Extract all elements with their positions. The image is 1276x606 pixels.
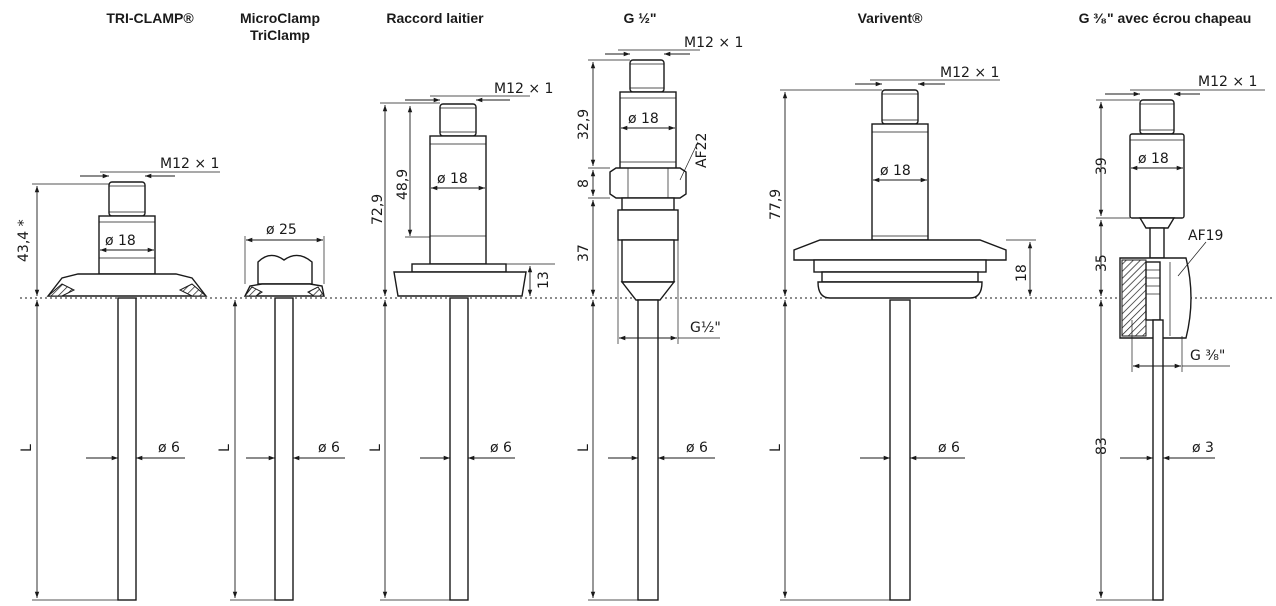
dim-g12-thread: G½" bbox=[690, 320, 721, 336]
dim-g12-d6: ø 6 bbox=[686, 440, 708, 456]
dim-microclamp-L: L bbox=[217, 444, 233, 452]
title-g12: G ½" bbox=[623, 10, 657, 26]
dim-varivent-L: L bbox=[768, 444, 784, 452]
dim-varivent-h18: 18 bbox=[1014, 264, 1030, 282]
dim-g12-L: L bbox=[576, 444, 592, 452]
dim-g38-h83: 83 bbox=[1094, 437, 1110, 455]
title-varivent: Varivent® bbox=[857, 10, 923, 26]
dim-raccord-h489: 48,9 bbox=[395, 169, 411, 200]
dim-raccord-h13: 13 bbox=[536, 271, 552, 289]
title-raccord-laitier: Raccord laitier bbox=[386, 10, 484, 26]
drawing-triclamp: M12 × 1 ø 18 43,4 * L ø 6 bbox=[16, 156, 220, 601]
dim-raccord-h729: 72,9 bbox=[370, 194, 386, 225]
dim-raccord-d6: ø 6 bbox=[490, 440, 512, 456]
dim-triclamp-d18: ø 18 bbox=[105, 233, 136, 249]
dim-g12-af22: AF22 bbox=[694, 133, 710, 168]
dim-varivent-d6: ø 6 bbox=[938, 440, 960, 456]
dim-g38-h39: 39 bbox=[1094, 157, 1110, 175]
dim-g12-m12: M12 × 1 bbox=[684, 35, 743, 51]
dim-raccord-m12: M12 × 1 bbox=[494, 81, 553, 97]
drawing-g12: M12 × 1 ø 18 AF22 32,9 8 37 G½" L ø 6 bbox=[576, 35, 743, 601]
dim-g38-h35: 35 bbox=[1094, 254, 1110, 272]
dim-g12-d18: ø 18 bbox=[628, 111, 659, 127]
dim-g38-d3: ø 3 bbox=[1192, 440, 1214, 456]
title-triclamp: TRI-CLAMP® bbox=[106, 10, 194, 26]
dim-varivent-h779: 77,9 bbox=[768, 189, 784, 220]
dim-raccord-L: L bbox=[368, 444, 384, 452]
dim-g38-af19: AF19 bbox=[1188, 228, 1223, 244]
dim-triclamp-d6: ø 6 bbox=[158, 440, 180, 456]
drawing-microclamp: ø 25 L ø 6 bbox=[217, 222, 345, 601]
title-microclamp: MicroClamp TriClamp bbox=[220, 10, 340, 44]
title-microclamp-line1: MicroClamp bbox=[239, 10, 321, 26]
dim-triclamp-L: L bbox=[19, 444, 35, 452]
title-g38: G ³⁄₈" avec écrou chapeau bbox=[1078, 10, 1252, 26]
dim-varivent-d18: ø 18 bbox=[880, 163, 911, 179]
dim-g38-d18: ø 18 bbox=[1138, 151, 1169, 167]
dim-triclamp-h434: 43,4 * bbox=[16, 219, 32, 262]
dim-microclamp-d25: ø 25 bbox=[266, 222, 297, 238]
dim-g38-thread: G ³⁄₈" bbox=[1190, 348, 1225, 364]
drawing-g38: M12 × 1 ø 18 AF19 39 35 G ³⁄₈" 83 ø 3 bbox=[1094, 74, 1265, 601]
dim-varivent-m12: M12 × 1 bbox=[940, 65, 999, 81]
dim-g38-m12: M12 × 1 bbox=[1198, 74, 1257, 90]
title-microclamp-line2: TriClamp bbox=[250, 27, 310, 43]
drawing-raccord-laitier: M12 × 1 ø 18 72,9 48,9 13 L ø 6 bbox=[368, 81, 555, 601]
dim-g12-h37: 37 bbox=[576, 244, 592, 262]
dim-microclamp-d6: ø 6 bbox=[318, 440, 340, 456]
dim-g12-h8: 8 bbox=[576, 179, 592, 188]
drawing-varivent: M12 × 1 ø 18 77,9 18 L ø 6 bbox=[768, 65, 1036, 601]
dim-raccord-d18: ø 18 bbox=[437, 171, 468, 187]
dim-g12-h329: 32,9 bbox=[576, 109, 592, 140]
dim-triclamp-m12: M12 × 1 bbox=[160, 156, 219, 172]
